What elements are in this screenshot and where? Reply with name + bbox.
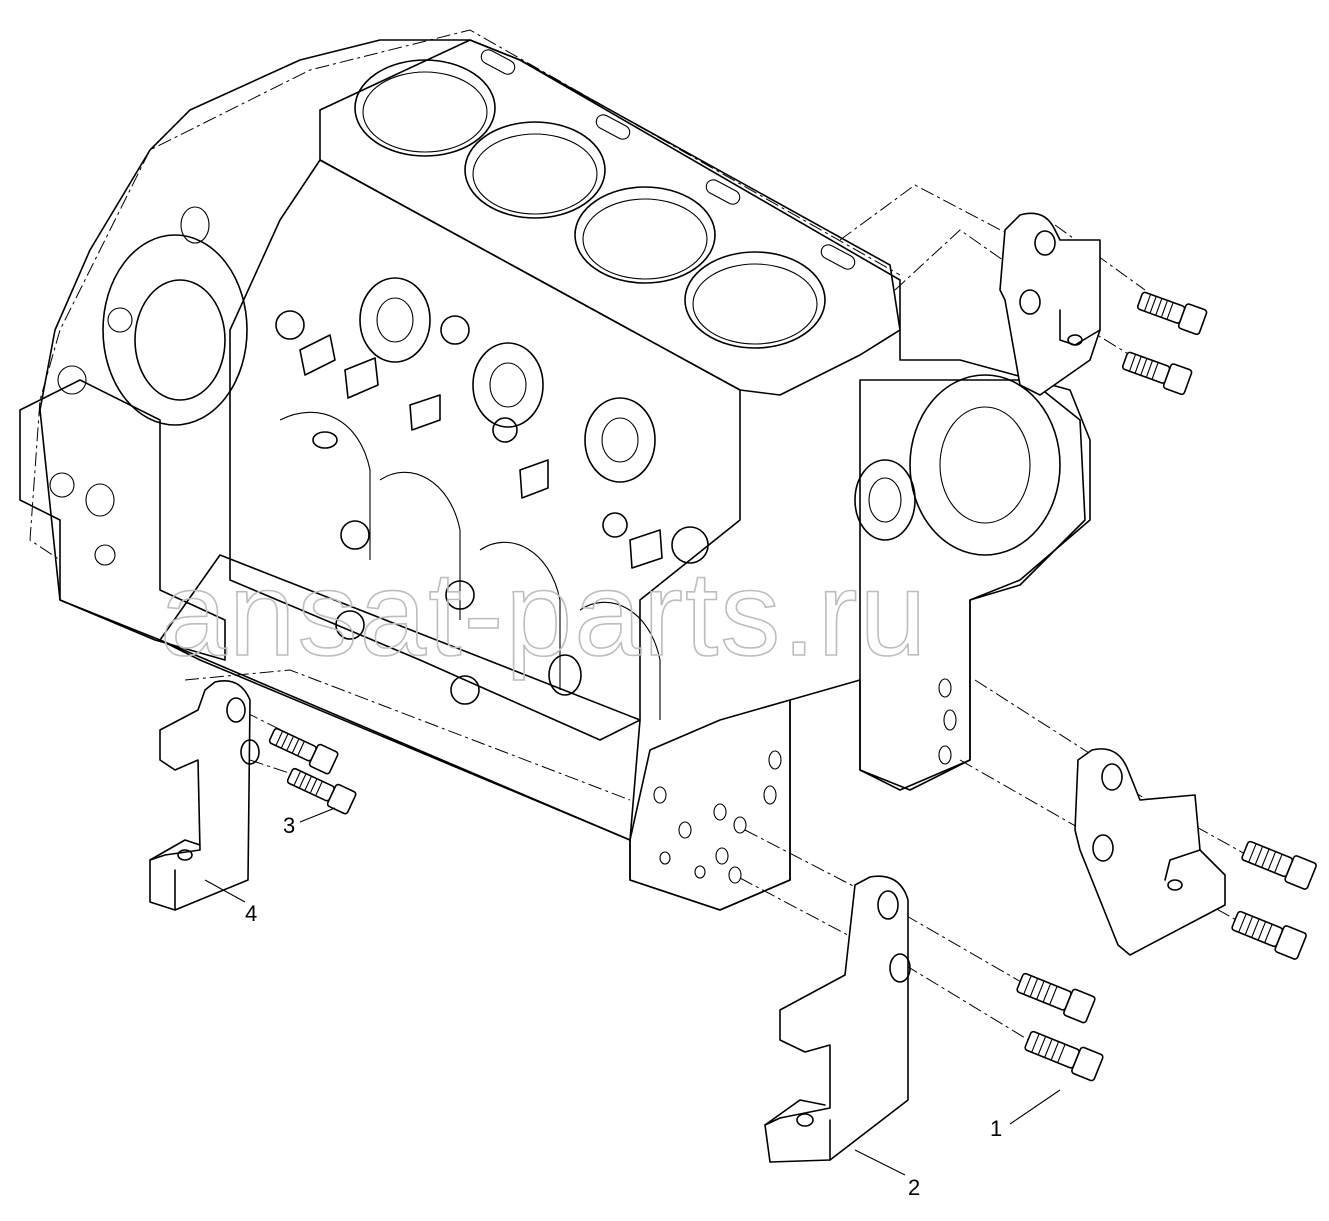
bolts-part-1 (1016, 972, 1104, 1082)
callout-label-1: 1 (990, 1116, 1002, 1141)
bolts-lower-right (1231, 840, 1317, 960)
callout-label-3: 3 (283, 813, 295, 838)
engine-block (19, 29, 1091, 911)
bolts-upper-right (1121, 291, 1208, 396)
bracket-part-2 (764, 875, 911, 1163)
leader-2 (854, 1149, 906, 1176)
bracket-lower-right (1074, 748, 1226, 956)
bracket-upper-right (999, 212, 1101, 396)
bracket-part-4 (149, 680, 260, 911)
callout-label-4: 4 (245, 901, 257, 926)
leader-3 (299, 807, 336, 823)
leader-lines (204, 807, 1061, 1176)
bolts-part-3 (268, 727, 357, 815)
leader-4 (204, 879, 246, 903)
callout-label-2: 2 (908, 1175, 920, 1200)
watermark-text: ansat-parts.ru (160, 547, 928, 681)
leader-1 (1009, 1089, 1061, 1125)
